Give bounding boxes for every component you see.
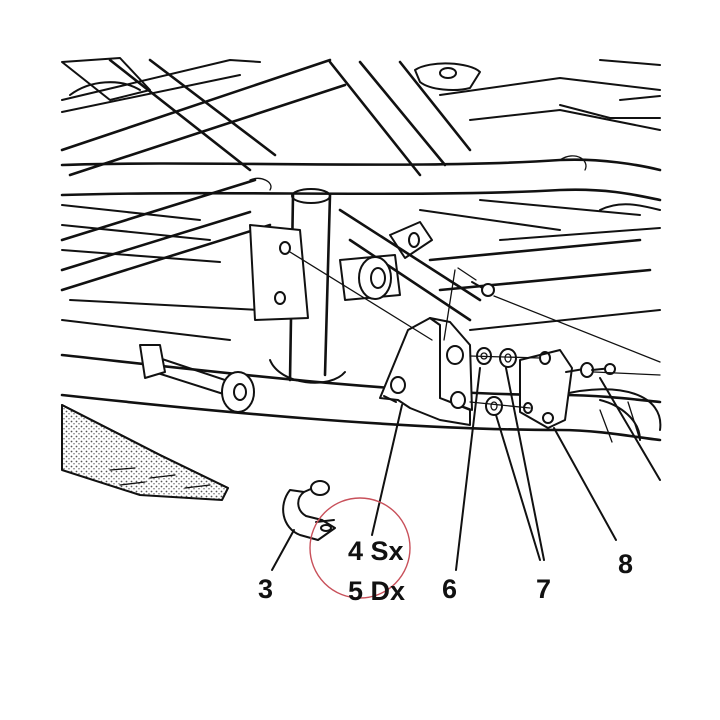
callout-7: 7 xyxy=(536,574,551,604)
part-8-plate xyxy=(519,349,591,429)
highlight-circle xyxy=(309,497,411,599)
part-4-5-bracket xyxy=(379,317,473,426)
frame-structure xyxy=(60,57,662,443)
callout-6: 6 xyxy=(442,574,457,604)
assembly-guide-lines xyxy=(289,251,661,409)
callout-8: 8 xyxy=(618,549,633,579)
callout-labels: 3 4 Sx 5 Dx 6 7 8 xyxy=(258,536,633,606)
leader-lines xyxy=(271,367,661,571)
callout-5: 5 Dx xyxy=(348,576,405,606)
footrest-plate xyxy=(61,404,229,501)
part-3-clamp xyxy=(282,480,336,541)
callout-3: 3 xyxy=(258,574,273,604)
callout-4: 4 Sx xyxy=(348,536,404,566)
